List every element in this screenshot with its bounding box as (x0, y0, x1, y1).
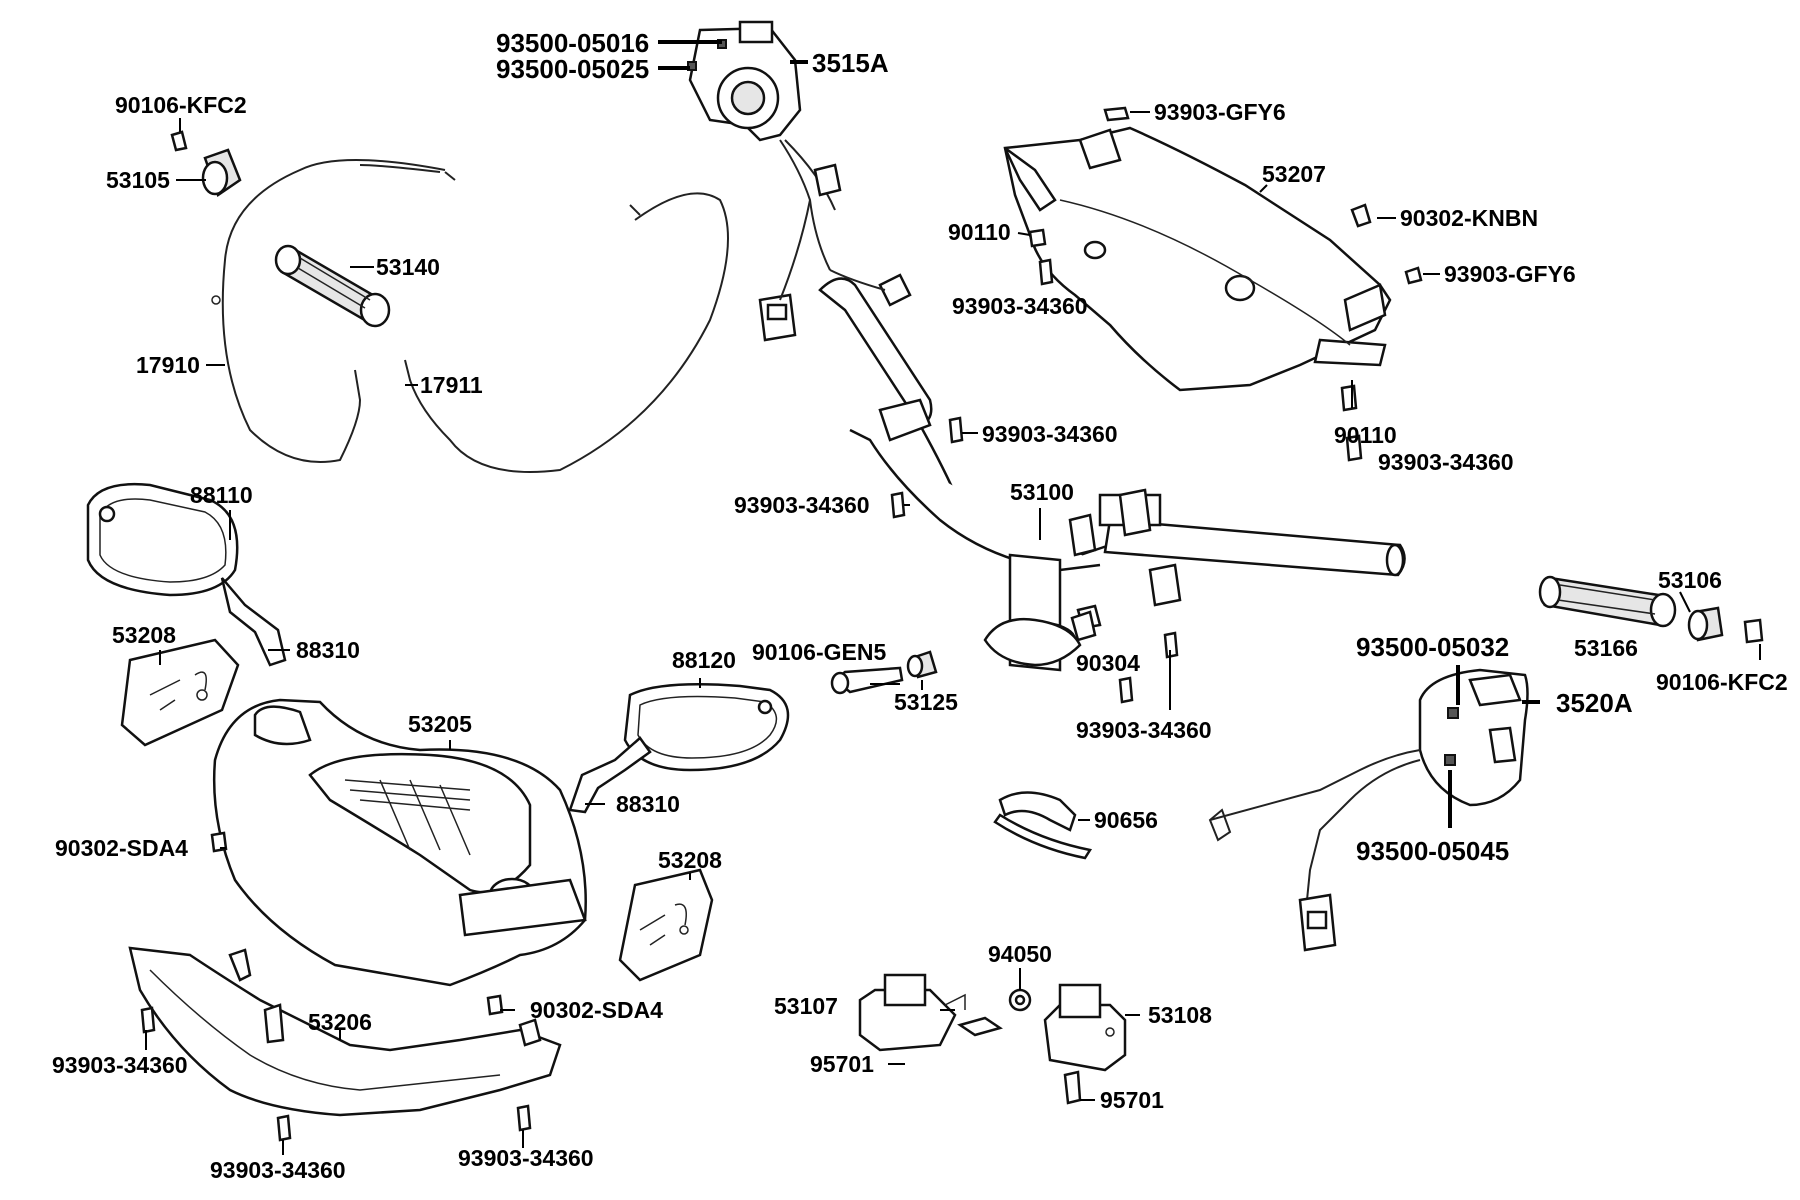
label-93903-34360-h: 93903-34360 (458, 1145, 594, 1171)
label-53107: 53107 (774, 993, 838, 1019)
label-53108: 53108 (1148, 1002, 1212, 1028)
label-90302-SDA4-bottom: 90302-SDA4 (530, 997, 663, 1023)
label-53125: 53125 (894, 689, 958, 715)
label-53207: 53207 (1262, 161, 1326, 187)
label-53100: 53100 (1010, 479, 1074, 505)
label-90106-GEN5: 90106-GEN5 (752, 639, 886, 665)
label-90106-KFC2-right: 90106-KFC2 (1656, 669, 1788, 695)
leader-lines (145, 40, 1761, 1155)
label-17910: 17910 (136, 352, 200, 378)
right-grip-53166 (1538, 575, 1677, 628)
left-mirror-88110 (86, 483, 287, 667)
handlebar-cover-53205 (212, 698, 587, 987)
label-93903-34360-d: 93903-34360 (734, 492, 870, 518)
nut-90304 (1070, 610, 1097, 642)
left-switch-housing-3515A (687, 20, 912, 342)
right-switch-housing-3520A (1208, 668, 1529, 952)
bar-end-weight-53105 (170, 130, 242, 197)
label-88310-left: 88310 (296, 637, 360, 663)
label-95701-left: 95701 (810, 1051, 874, 1077)
label-93903-34360-f: 93903-34360 (52, 1052, 188, 1078)
collar-53125 (906, 650, 938, 679)
label-90656: 90656 (1094, 807, 1158, 833)
rear-cover-53207 (1003, 126, 1392, 392)
label-88110: 88110 (190, 482, 253, 508)
label-53106: 53106 (1658, 567, 1722, 593)
screw-90106-KFC2-right (1743, 618, 1764, 644)
label-93903-34360-g: 93903-34360 (210, 1157, 346, 1183)
label-93500-05032: 93500-05032 (1356, 632, 1509, 662)
throttle-cable-17911 (404, 192, 729, 473)
label-90106-KFC2-left: 90106-KFC2 (115, 92, 247, 118)
right-mirror-88120 (568, 683, 790, 814)
left-grip-53140 (274, 244, 391, 328)
bar-end-weight-53106 (1687, 606, 1724, 642)
label-93903-34360-c: 93903-34360 (982, 421, 1118, 447)
label-3515A: 3515A (812, 48, 889, 78)
label-90302-SDA4-left: 90302-SDA4 (55, 835, 188, 861)
label-93903-34360-e: 93903-34360 (1076, 717, 1212, 743)
label-53205: 53205 (408, 711, 472, 737)
label-93500-05016: 93500-05016 (496, 28, 649, 58)
label-95701-right: 95701 (1100, 1087, 1164, 1113)
throttle-cable-17910 (211, 159, 456, 463)
label-88310-right: 88310 (616, 791, 680, 817)
mirror-plate-53208-left (120, 638, 240, 747)
label-53208-left: 53208 (112, 622, 176, 648)
lower-cover-53206 (128, 946, 562, 1117)
label-53140: 53140 (376, 254, 440, 280)
handlebar-53100 (818, 277, 1406, 672)
label-53206: 53206 (308, 1009, 372, 1035)
label-93903-GFY6-right: 93903-GFY6 (1444, 261, 1576, 287)
label-93903-34360-b: 93903-34360 (1378, 449, 1514, 475)
bolt-90106-GEN5 (830, 666, 904, 695)
label-93903-GFY6-top: 93903-GFY6 (1154, 99, 1286, 125)
label-90302-KNBN: 90302-KNBN (1400, 205, 1538, 231)
label-90110-bottom: 90110 (1334, 422, 1397, 448)
label-93903-34360-a: 93903-34360 (952, 293, 1088, 319)
label-93500-05025: 93500-05025 (496, 54, 649, 84)
label-53105: 53105 (106, 167, 170, 193)
label-94050: 94050 (988, 941, 1052, 967)
label-53208-right: 53208 (658, 847, 722, 873)
label-90304: 90304 (1076, 650, 1140, 676)
label-88120: 88120 (672, 647, 736, 673)
label-3520A: 3520A (1556, 688, 1633, 718)
mirror-plate-53208-right (618, 868, 714, 982)
label-53166: 53166 (1574, 635, 1638, 661)
bracket-53108 (1043, 983, 1127, 1072)
bracket-53107 (858, 973, 966, 1052)
label-17911: 17911 (420, 372, 483, 398)
label-90110-top: 90110 (948, 219, 1011, 245)
label-93500-05045: 93500-05045 (1356, 836, 1509, 866)
washer-94050 (957, 988, 1032, 1037)
wire-band-90656 (993, 791, 1093, 860)
